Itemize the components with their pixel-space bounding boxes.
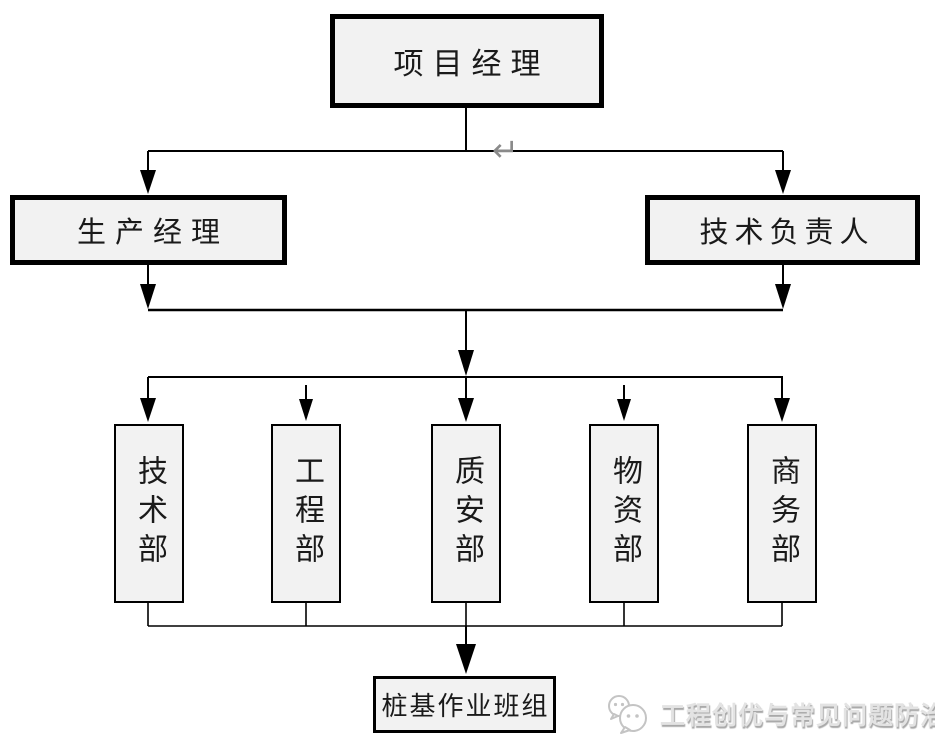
node-label: 技术负责人: [699, 217, 875, 249]
node-label: 工程部: [290, 455, 323, 572]
node-label: 质安部: [450, 455, 483, 572]
node-label: 物资部: [608, 455, 641, 572]
node-dept-quality-safety: 质安部: [431, 424, 501, 603]
node-label: 商务部: [766, 455, 799, 572]
watermark: 工程创优与常见问题防治: [604, 692, 935, 736]
node-label: 桩基作业班组: [381, 692, 550, 721]
node-dept-engineering: 工程部: [271, 424, 341, 603]
node-project-manager: 项目经理: [330, 14, 604, 108]
paragraph-return-mark: ↵: [492, 131, 519, 169]
node-dept-materials: 物资部: [589, 424, 659, 603]
watermark-text: 工程创优与常见问题防治: [660, 702, 935, 730]
wechat-icon: [608, 695, 647, 734]
node-technical-lead: 技术负责人: [645, 195, 920, 265]
node-dept-technology: 技术部: [114, 424, 184, 603]
node-label: 项目经理: [393, 48, 550, 81]
node-pile-work-team: 桩基作业班组: [373, 676, 556, 733]
node-dept-commerce: 商务部: [747, 424, 817, 603]
node-production-manager: 生产经理: [10, 195, 287, 265]
node-label: 技术部: [133, 455, 166, 572]
node-label: 生产经理: [76, 217, 229, 249]
